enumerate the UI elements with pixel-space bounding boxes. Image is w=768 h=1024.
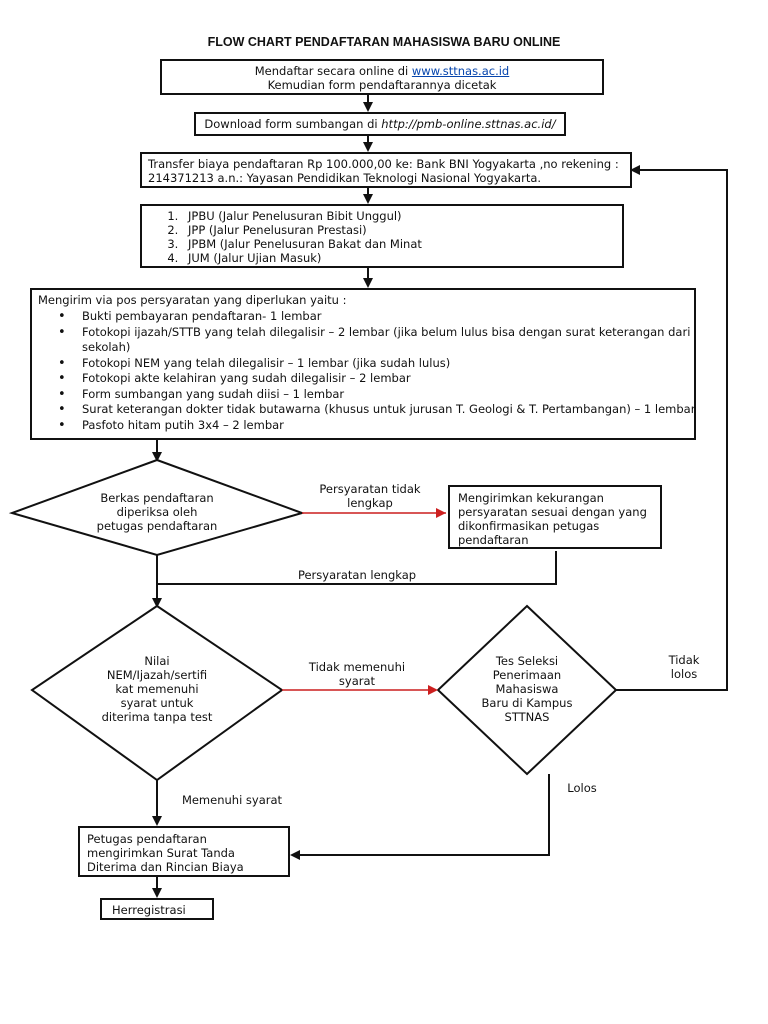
incomplete-action-box: Mengirimkan kekurangan persyaratan sesua… [448,485,662,549]
score-decision-text: Nilai NEM/Ijazah/sertifi kat memenuhi sy… [72,654,242,724]
arrow-complete-back [157,551,557,585]
page-title: FLOW CHART PENDAFTARAN MAHASISWA BARU ON… [207,35,561,49]
path-item: JUM (Jalur Ujian Masuk) [182,251,642,265]
check-decision-line: petugas pendaftaran [96,519,218,533]
score-decision-line: kat memenuhi [115,682,199,696]
score-decision-line: NEM/Ijazah/sertifi [106,668,208,682]
requirement-item: Fotokopi akte kelahiran yang sudah dileg… [58,371,722,387]
score-decision-line: syarat untuk [120,696,194,710]
check-decision-line: diperiksa oleh [116,505,198,519]
check-decision-text: Berkas pendaftaran diperiksa oleh petuga… [57,491,257,533]
test-decision-line: Penerimaan [492,668,562,682]
test-decision-line: Tes Seleksi [495,654,559,668]
arrow-pass-to-notice [290,774,550,860]
not-meet-label: Tidak memenuhi syarat [292,660,422,688]
incomplete-label: Persyaratan tidak lengkap [300,482,440,510]
fail-label-line: lolos [670,667,698,681]
register-step-text: Mendaftar secara online di [254,64,412,78]
test-decision-diamond [436,604,618,776]
incomplete-action-text: Mengirimkan kekurangan persyaratan sesua… [458,491,658,547]
not-meet-label-line: Tidak memenuhi [308,660,406,674]
requirements-box: Mengirim via pos persyaratan yang diperl… [30,288,696,440]
register-step-line1: Mendaftar secara online di www.sttnas.ac… [162,64,602,78]
check-decision-diamond [8,458,306,557]
admission-paths-box: JPBU (Jalur Penelusuran Bibit Unggul) JP… [140,204,624,268]
check-decision-line: Berkas pendaftaran [100,491,214,505]
incomplete-action-line: dikonfirmasikan petugas [458,519,600,533]
requirement-item: Fotokopi ijazah/STTB yang telah dilegali… [58,325,722,356]
incomplete-action-line: persyaratan sesuai dengan yang [458,505,647,519]
requirement-item: Surat keterangan dokter tidak butawarna … [58,402,722,418]
website-link[interactable]: www.sttnas.ac.id [411,64,510,78]
notice-text: Petugas pendaftaran mengirimkan Surat Ta… [87,832,287,874]
incomplete-action-line: pendaftaran [458,533,529,547]
test-decision-line: Mahasiswa [495,682,559,696]
requirement-item: Pasfoto hitam putih 3x4 – 2 lembar [58,418,722,434]
requirement-item: Form sumbangan yang sudah diisi – 1 lemb… [58,387,722,403]
reregister-text: Herregistrasi [112,903,186,917]
test-decision-text: Tes Seleksi Penerimaan Mahasiswa Baru di… [472,654,582,724]
not-meet-label-line: syarat [338,674,376,688]
requirements-list: Bukti pembayaran pendaftaran- 1 lembar F… [42,309,722,433]
reregister-box: Herregistrasi [100,898,214,920]
arrow-fail-loop [616,165,728,691]
fail-label-line: Tidak [668,653,700,667]
notice-line: mengirimkan Surat Tanda [87,846,235,860]
transfer-step-box: Transfer biaya pendaftaran Rp 100.000,00… [140,152,632,188]
test-decision-line: STTNAS [504,710,550,724]
path-item: JPBU (Jalur Penelusuran Bibit Unggul) [182,209,642,223]
path-item: JPBM (Jalur Penelusuran Bakat dan Minat [182,237,642,251]
download-step-text: Download form sumbangan di http://pmb-on… [196,117,564,131]
admission-paths-list: JPBU (Jalur Penelusuran Bibit Unggul) JP… [152,209,642,265]
register-step-box: Mendaftar secara online di www.sttnas.ac… [160,59,604,95]
score-decision-line: Nilai [144,654,170,668]
score-decision-line: diterima tanpa test [101,710,213,724]
score-decision-diamond [30,604,284,782]
transfer-step-line1: Transfer biaya pendaftaran Rp 100.000,00… [148,157,619,171]
test-decision-line: Baru di Kampus [481,696,573,710]
transfer-step-line2: 214371213 a.n.: Yayasan Pendidikan Tekno… [148,171,542,185]
notice-line: Diterima dan Rincian Biaya [87,860,244,874]
download-step-prefix: Download form sumbangan di [204,117,382,131]
download-step-box: Download form sumbangan di http://pmb-on… [194,112,566,136]
pass-label: Lolos [567,781,597,795]
notice-box: Petugas pendaftaran mengirimkan Surat Ta… [78,826,290,877]
register-step-line2: Kemudian form pendaftarannya dicetak [267,78,497,92]
incomplete-action-line: Mengirimkan kekurangan [458,491,604,505]
requirements-intro: Mengirim via pos persyaratan yang diperl… [38,293,347,307]
download-url[interactable]: http://pmb-online.sttnas.ac.id/ [381,117,556,131]
path-item: JPP (Jalur Penelusuran Prestasi) [182,223,642,237]
fail-label: Tidak lolos [656,653,712,681]
notice-line: Petugas pendaftaran [87,832,207,846]
complete-label: Persyaratan lengkap [297,568,417,582]
incomplete-label-line: lengkap [347,496,393,510]
requirement-item: Bukti pembayaran pendaftaran- 1 lembar [58,309,722,325]
meet-label: Memenuhi syarat [181,793,283,807]
incomplete-label-line: Persyaratan tidak [319,482,421,496]
requirement-item: Fotokopi NEM yang telah dilegalisir – 1 … [58,356,722,372]
